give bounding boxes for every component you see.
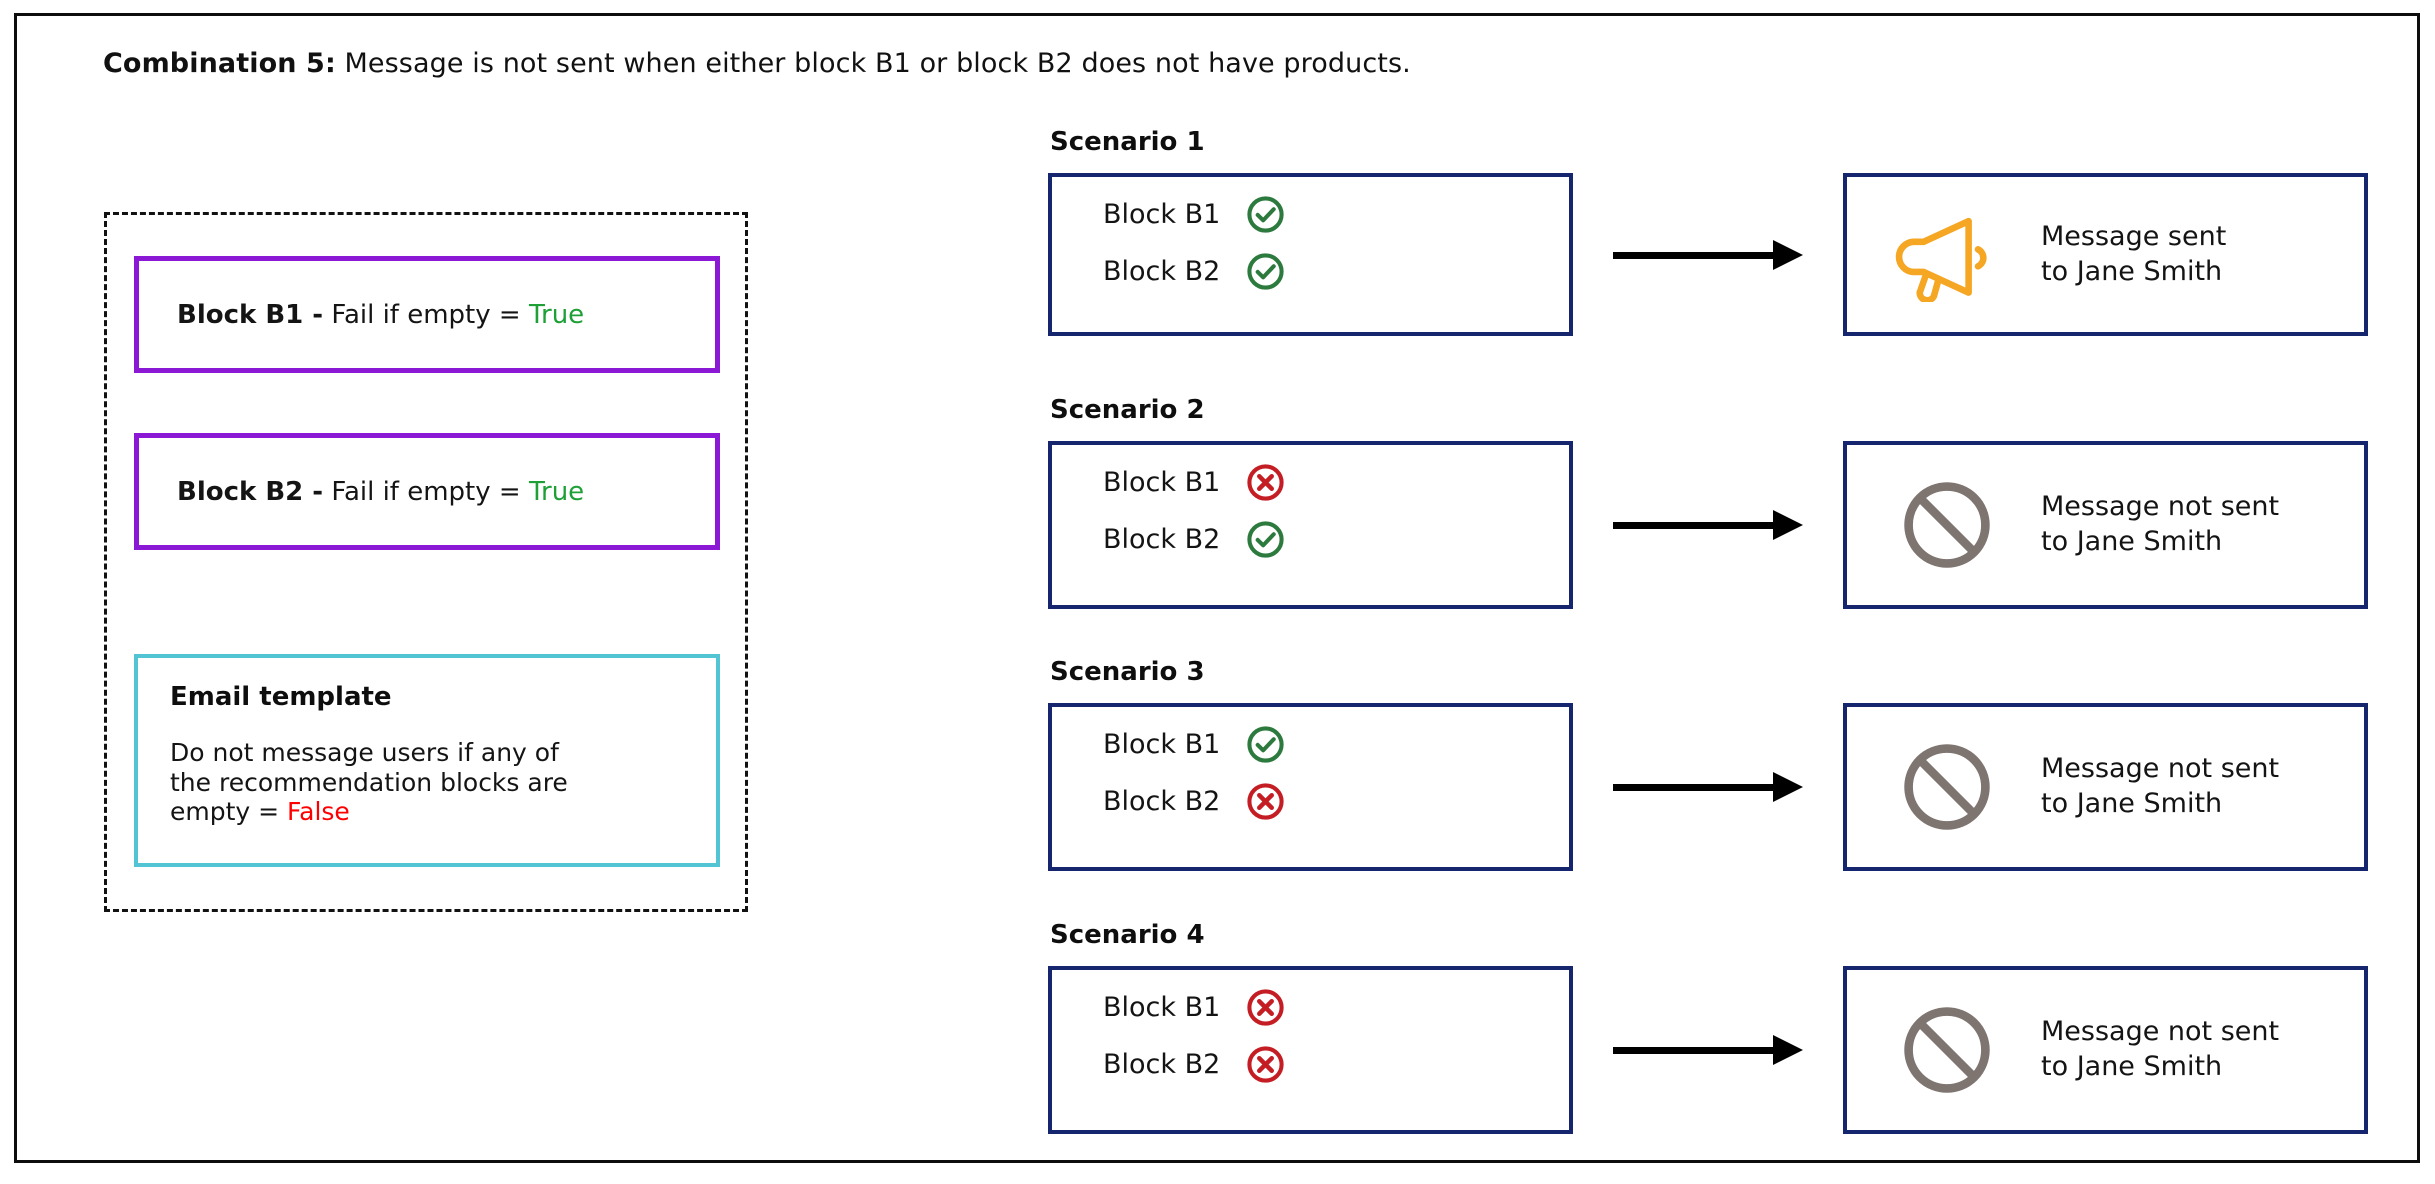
config-block-b1-value: True xyxy=(528,299,585,330)
check-circle-icon xyxy=(1246,520,1285,559)
scenario-3-arrow-icon xyxy=(1613,772,1803,802)
scenario-1-result-line1: Message sent xyxy=(2041,220,2227,252)
config-block-b1-setting: Fail if empty = xyxy=(323,299,529,330)
scenario-3-row-1: Block B1 xyxy=(1103,725,1285,764)
x-circle-icon xyxy=(1246,1045,1285,1084)
x-circle-icon xyxy=(1246,782,1285,821)
scenario-3-result-line2: to Jane Smith xyxy=(2041,788,2223,819)
scenario-4-label: Scenario 4 xyxy=(1050,920,1205,950)
scenario-2-row-2: Block B2 xyxy=(1103,520,1285,559)
email-template-value: False xyxy=(287,797,350,826)
scenario-1-row-2-label: Block B2 xyxy=(1103,256,1221,287)
scenario-4-box xyxy=(1048,966,1573,1134)
scenario-4-row-1: Block B1 xyxy=(1103,988,1285,1027)
config-block-b2-setting: Fail if empty = xyxy=(323,476,529,507)
scenario-4-arrow-icon xyxy=(1613,1035,1803,1065)
config-block-b1: Block B1 - Fail if empty = True xyxy=(134,256,720,373)
email-template-body-prefix: empty = xyxy=(170,797,288,826)
scenario-1-row-1-label: Block B1 xyxy=(1103,199,1221,230)
email-template-body-line3: empty = False xyxy=(170,797,686,827)
scenario-1-row-2: Block B2 xyxy=(1103,252,1285,291)
scenario-2-label: Scenario 2 xyxy=(1050,395,1205,425)
scenario-2-row-1-label: Block B1 xyxy=(1103,467,1221,498)
prohibited-icon xyxy=(1895,1002,1999,1098)
megaphone-icon xyxy=(1895,208,1999,302)
scenario-3-row-2: Block B2 xyxy=(1103,782,1285,821)
email-template-heading: Email template xyxy=(170,682,392,712)
page-title: Combination 5: Message is not sent when … xyxy=(103,48,1411,79)
scenario-3-box xyxy=(1048,703,1573,871)
prohibited-icon xyxy=(1895,477,1999,573)
scenario-3-label: Scenario 3 xyxy=(1050,657,1205,687)
scenario-3-result-line1: Message not sent xyxy=(2041,753,2280,785)
config-block-b2-text: Block B2 - Fail if empty = True xyxy=(139,477,584,507)
check-circle-icon xyxy=(1246,725,1285,764)
config-block-b2-value: True xyxy=(528,476,585,507)
scenario-1-label: Scenario 1 xyxy=(1050,127,1205,157)
scenario-1-result-line2: to Jane Smith xyxy=(2041,255,2223,287)
scenario-4-row-1-label: Block B1 xyxy=(1103,992,1221,1023)
x-circle-icon xyxy=(1246,463,1285,502)
title-lead: Combination 5: xyxy=(103,48,336,79)
email-template-body-line1: Do not message users if any of xyxy=(170,738,559,767)
scenario-2-arrow-icon xyxy=(1613,510,1803,540)
scenario-2-result-line2: to Jane Smith xyxy=(2041,526,2223,557)
scenario-1-arrow-icon xyxy=(1613,239,1803,270)
check-circle-icon xyxy=(1246,252,1285,291)
scenario-2-row-2-label: Block B2 xyxy=(1103,524,1221,555)
scenario-2-row-1: Block B1 xyxy=(1103,463,1285,502)
config-block-b1-text: Block B1 - Fail if empty = True xyxy=(139,300,584,330)
scenario-3-row-1-label: Block B1 xyxy=(1103,729,1221,760)
config-block-b2: Block B2 - Fail if empty = True xyxy=(134,433,720,550)
scenario-4-row-2-label: Block B2 xyxy=(1103,1049,1221,1080)
scenario-3-row-2-label: Block B2 xyxy=(1103,786,1221,817)
email-template-body: Do not message users if any of the recom… xyxy=(170,738,686,827)
scenario-4-result-line1: Message not sent xyxy=(2041,1016,2280,1048)
scenario-1-row-1: Block B1 xyxy=(1103,195,1285,234)
scenario-4-result-line2: to Jane Smith xyxy=(2041,1051,2223,1082)
check-circle-icon xyxy=(1246,195,1285,234)
config-block-b1-name: Block B1 - xyxy=(177,299,324,330)
email-template-body-line2: the recommendation blocks are xyxy=(170,767,568,797)
config-block-b2-name: Block B2 - xyxy=(177,476,324,507)
scenario-2-box xyxy=(1048,441,1573,609)
x-circle-icon xyxy=(1246,988,1285,1027)
email-template-card: Email template Do not message users if a… xyxy=(134,654,720,867)
scenario-4-row-2: Block B2 xyxy=(1103,1045,1285,1084)
prohibited-icon xyxy=(1895,739,1999,835)
scenario-2-result-line1: Message not sent xyxy=(2041,491,2280,523)
title-rest: Message is not sent when either block B1… xyxy=(335,48,1411,79)
scenario-1-box xyxy=(1048,173,1573,336)
